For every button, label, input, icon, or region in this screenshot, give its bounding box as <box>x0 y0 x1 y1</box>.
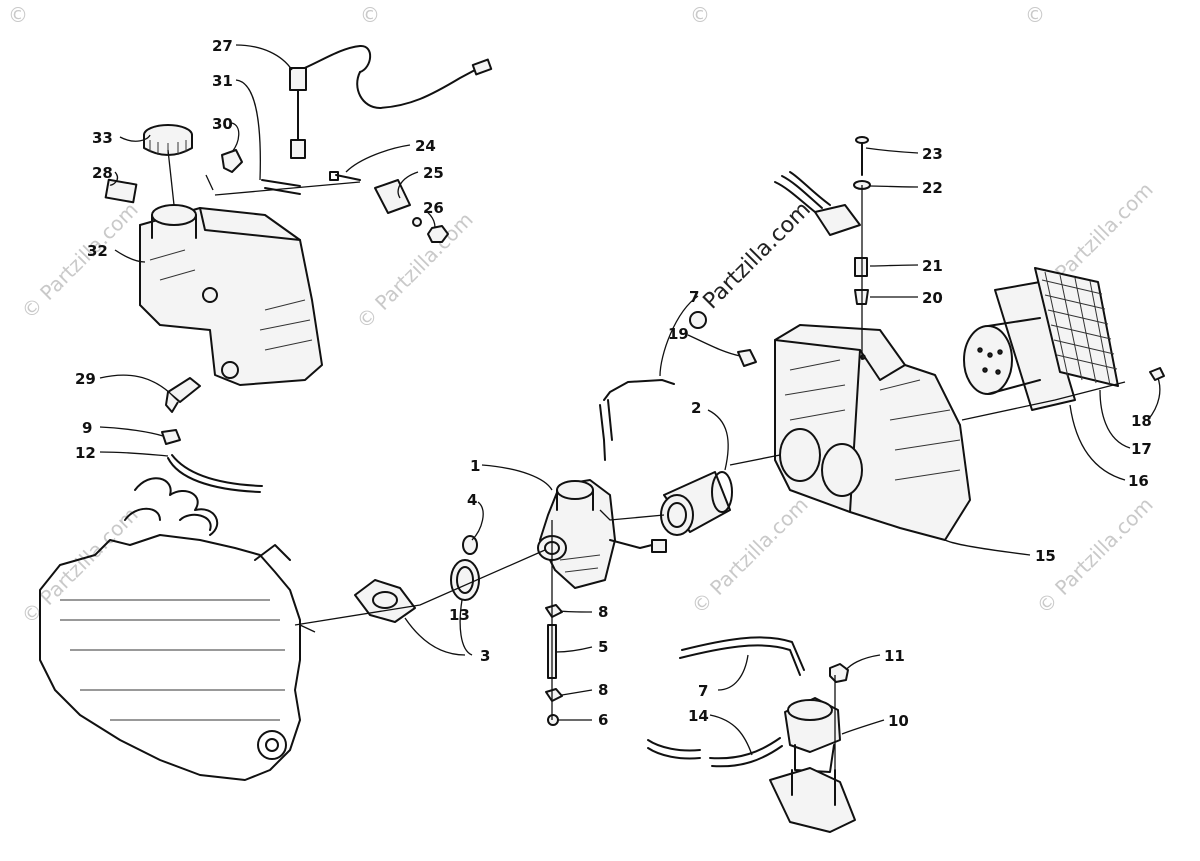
assembly-lines <box>167 149 1126 780</box>
callout-number: 12 <box>75 444 96 462</box>
fitting <box>221 149 243 173</box>
bolt <box>855 136 869 144</box>
decal <box>104 178 138 204</box>
oil-pump <box>769 697 856 833</box>
callout-number: 27 <box>212 37 233 55</box>
callout-number: 29 <box>75 370 96 388</box>
callout-number: 15 <box>1035 547 1056 565</box>
grommet <box>689 311 707 329</box>
bolt <box>329 171 361 181</box>
vent-hose <box>607 399 613 441</box>
oil-hose <box>647 747 701 760</box>
callout-number: 4 <box>467 491 477 509</box>
callout-number: 6 <box>598 711 608 729</box>
intake-flange <box>354 579 416 623</box>
oil-hose <box>167 457 261 493</box>
engine-block <box>39 477 301 781</box>
elbow-fitting <box>165 391 179 413</box>
rod <box>261 179 301 195</box>
callout-number: 24 <box>415 137 436 155</box>
vent-hose <box>599 404 606 461</box>
vent-hose <box>603 379 675 401</box>
callout-number: 7 <box>698 682 708 700</box>
callout-number: 21 <box>922 257 943 275</box>
callout-number: 22 <box>922 179 943 197</box>
carburetor <box>537 479 667 589</box>
nut <box>829 663 849 683</box>
callout-number: 30 <box>212 115 233 133</box>
elbow-fitting <box>167 377 201 403</box>
watermark-faint: © Partzilla.com <box>17 197 143 323</box>
watermark-corner: © <box>690 3 710 27</box>
callout-number: 20 <box>922 289 943 307</box>
clip <box>462 535 478 555</box>
watermark-corner: © <box>360 3 380 27</box>
callout-number: 33 <box>92 129 113 147</box>
intake-boot <box>660 471 733 536</box>
callout-number: 10 <box>888 712 909 730</box>
watermark-main: Partzilla.com <box>699 197 816 314</box>
oil-level-sensor <box>289 44 493 159</box>
screw <box>1149 367 1165 381</box>
oil-hose <box>711 745 783 768</box>
screw <box>547 714 559 726</box>
oil-tank-cap <box>143 124 193 156</box>
callout-number: 31 <box>212 72 233 90</box>
callout-number: 5 <box>598 638 608 656</box>
callout-number: 23 <box>922 145 943 163</box>
callout-number: 26 <box>423 199 444 217</box>
filter-cartridge <box>963 281 1076 411</box>
vent-hose <box>679 644 801 676</box>
callout-number: 8 <box>598 681 608 699</box>
callout-number: 32 <box>87 242 108 260</box>
hose-clamp <box>456 566 474 594</box>
callout-number: 14 <box>688 707 709 725</box>
oil-hose <box>171 454 263 487</box>
callout-number: 11 <box>884 647 905 665</box>
oil-hose <box>647 739 701 752</box>
callout-number: 3 <box>480 647 490 665</box>
oil-tank <box>139 204 323 386</box>
callout-number: 17 <box>1131 440 1152 458</box>
washer <box>412 217 422 227</box>
callout-number: 9 <box>82 419 92 437</box>
watermark-corner: © <box>8 3 28 27</box>
callout-number: 16 <box>1128 472 1149 490</box>
fitting <box>737 349 757 367</box>
nut <box>427 225 449 243</box>
watermark-faint: © Partzilla.com <box>17 502 143 628</box>
callout-number: 18 <box>1131 412 1152 430</box>
callout-number: 2 <box>691 399 701 417</box>
clamp <box>545 688 563 702</box>
callout-number: 25 <box>423 164 444 182</box>
bracket <box>374 179 411 214</box>
callout-number: 28 <box>92 164 113 182</box>
spacer <box>854 257 868 277</box>
air-silencer-box <box>774 324 971 541</box>
callout-number: 19 <box>668 325 689 343</box>
watermark-corner: © <box>1025 3 1045 27</box>
hose-clamp <box>450 559 480 601</box>
temperature-sensor <box>774 171 861 236</box>
oil-hose <box>709 737 781 760</box>
callout-labels: 27 31 30 33 28 32 24 25 26 29 9 12 1 4 2… <box>75 37 1152 730</box>
mesh-screen <box>1034 267 1119 387</box>
callout-number: 7 <box>689 288 699 306</box>
hose-clamp <box>161 429 181 445</box>
clamp <box>545 604 563 618</box>
callout-number: 8 <box>598 603 608 621</box>
callout-number: 13 <box>449 606 470 624</box>
vent-hose <box>681 636 805 671</box>
callout-leaders <box>99 44 1161 756</box>
callout-number: 1 <box>470 457 480 475</box>
